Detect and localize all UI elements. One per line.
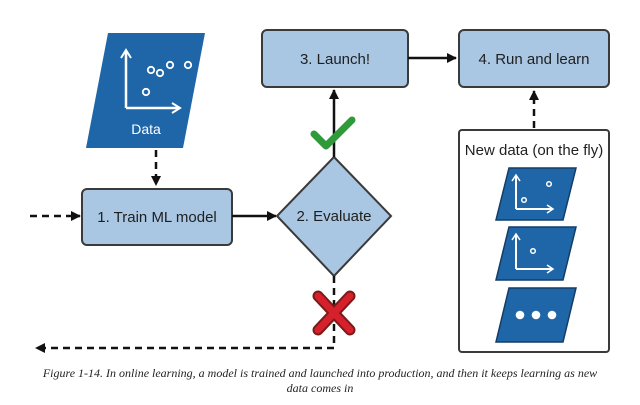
ellipsis-icon <box>515 310 557 320</box>
scatter-plot-icon <box>511 232 555 274</box>
launch-node: 3. Launch! <box>261 29 409 88</box>
data-node: Data <box>86 33 205 148</box>
online-learning-diagram: Data 1. Train ML model 2. Evaluate 3. La… <box>30 29 610 353</box>
new-data-item <box>495 167 577 221</box>
run-and-learn-node: 4. Run and learn <box>458 29 610 88</box>
data-label: Data <box>131 121 161 137</box>
run-and-learn-label: 4. Run and learn <box>479 51 590 68</box>
evaluate-node: 2. Evaluate <box>275 155 393 278</box>
figure-caption: Figure 1-14. In online learning, a model… <box>42 366 598 395</box>
launch-label: 3. Launch! <box>300 51 370 68</box>
new-data-item <box>495 287 577 343</box>
evaluate-label: 2. Evaluate <box>296 208 371 225</box>
cross-icon <box>312 290 356 336</box>
evaluate-fail-arrow <box>35 276 336 353</box>
check-icon <box>310 116 356 150</box>
new-data-panel: New data (on the fly) <box>458 129 610 353</box>
scatter-plot-icon <box>511 173 555 214</box>
train-model-node: 1. Train ML model <box>81 188 233 246</box>
new-data-title: New data (on the fly) <box>465 142 603 159</box>
train-model-label: 1. Train ML model <box>97 209 217 226</box>
new-data-item <box>495 226 577 281</box>
scatter-plot-icon <box>120 48 193 114</box>
